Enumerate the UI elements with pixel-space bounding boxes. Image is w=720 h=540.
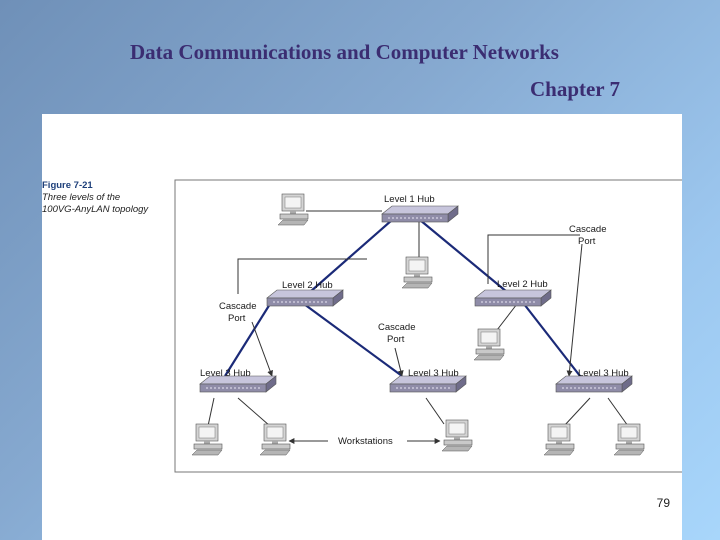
workstation-icon-l1-left [277,193,309,226]
cascade-arrow-l3mid [394,347,404,377]
cable-l3right-pc1 [563,397,591,427]
workstation-icon-l3mid [441,419,473,452]
cascade-port-left-line1: Cascade [219,301,257,312]
slide-title-line1: Data Communications and Computer Network… [130,40,559,64]
level3-middle-hub-label: Level 3 Hub [408,368,459,379]
cascade-path-l2left [237,258,367,294]
level3-left-hub-label: Level 3 Hub [200,368,251,379]
figure-panel: Figure 7-21 Three levels of the 100VG-An… [42,114,682,540]
link-l2right-l3right [523,303,581,377]
topology-diagram: Level 1 Hub Level 2 Hub Level 2 Hub Leve… [174,179,682,473]
cable-l3left-pc1 [207,397,215,427]
level2-right-hub-icon [474,289,552,307]
cascade-port-right-line1: Cascade [569,224,607,235]
figure-frame [174,179,682,473]
figure-caption: Figure 7-21 Three levels of the 100VG-An… [42,180,172,216]
workstation-icon-l1-below [401,256,433,289]
cascade-port-left-line2: Port [228,313,246,324]
workstation-icon-l3left-2 [259,423,291,456]
cascade-port-middle-line2: Port [387,334,405,345]
figure-number: Figure 7-21 [42,180,93,191]
page-number: 79 [656,496,670,510]
workstation-icon-l3left-1 [191,423,223,456]
slide-title: Data Communications and Computer Network… [130,40,620,102]
workstation-icon-l3right-2 [613,423,645,456]
level2-right-hub-label: Level 2 Hub [497,279,548,290]
cable-l3left-pc2 [237,397,271,427]
link-l1-l2-right [419,219,508,293]
workstation-icon-l3right-1 [543,423,575,456]
cascade-arrow-l3left [251,321,273,377]
figure-caption-line1: Three levels of the [42,192,121,203]
cable-l2right-pc [496,303,518,331]
link-l2left-l3left [224,303,271,377]
trunk-links [224,219,581,377]
cascade-arrow-l3right [566,243,583,377]
workstation-icon-l2-right [473,328,505,361]
slide-title-line2: Chapter 7 [529,77,620,101]
cable-l3mid-pc [425,397,445,425]
cascade-path-l2right [487,234,580,284]
link-l1-l2-left [309,219,393,293]
level2-left-hub-label: Level 2 Hub [282,280,333,291]
cable-l3right-pc2 [607,397,629,427]
cascade-arrows [237,234,583,444]
cascade-port-right-line2: Port [578,236,596,247]
link-l2left-l3mid [303,303,403,377]
figure-caption-line2: 100VG-AnyLAN topology [42,204,149,215]
workstations-label: Workstations [338,436,393,447]
level2-left-hub-icon [266,289,344,307]
level3-right-hub-label: Level 3 Hub [578,368,629,379]
station-cables [207,210,629,427]
cascade-port-middle-line1: Cascade [378,322,416,333]
level1-hub-icon [381,205,459,223]
level1-hub-label: Level 1 Hub [384,194,435,205]
